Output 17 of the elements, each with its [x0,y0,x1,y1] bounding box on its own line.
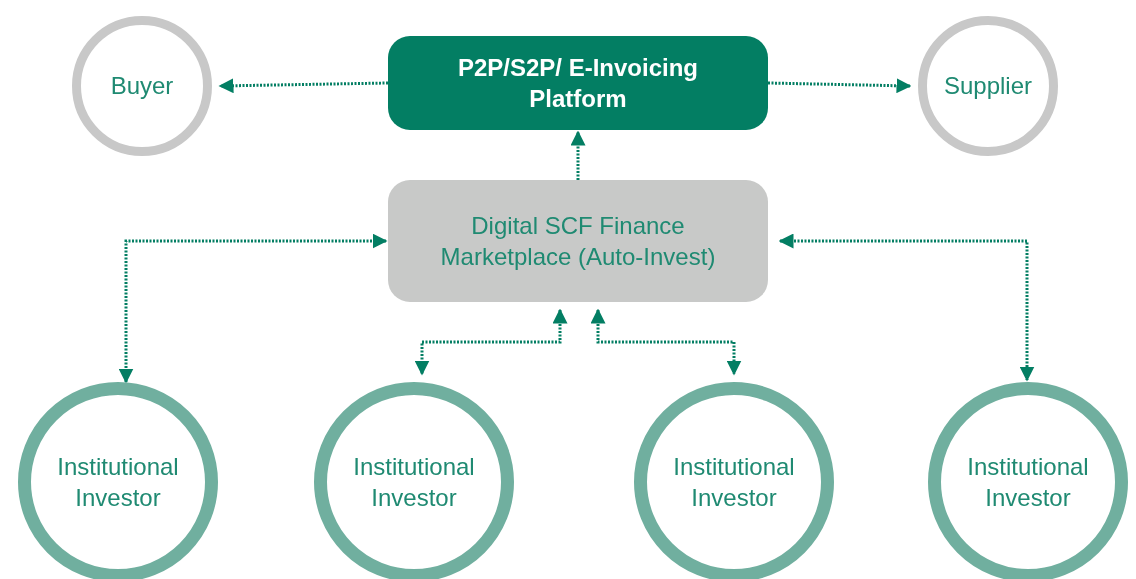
node-label: P2P/S2P/ E-Invoicing Platform [456,52,700,114]
dotted-arrow [570,130,586,180]
dotted-arrow [778,233,1035,382]
node-label: Digital SCF Finance Marketplace (Auto-Invest) [439,210,717,272]
dotted-arrow [767,78,912,94]
dotted-arrow [414,308,568,376]
rounded-box [388,180,768,302]
node-label: Institutional Investor [672,451,796,513]
rounded-box [388,36,768,130]
node-label: Institutional Investor [966,451,1090,513]
node-label: Supplier [943,71,1033,102]
dotted-arrow [118,233,388,384]
node-label: Institutional Investor [56,451,180,513]
node-label: Buyer [110,71,174,102]
node-label: Institutional Investor [352,451,476,513]
dotted-arrow [218,78,389,94]
dotted-arrow [590,308,742,376]
